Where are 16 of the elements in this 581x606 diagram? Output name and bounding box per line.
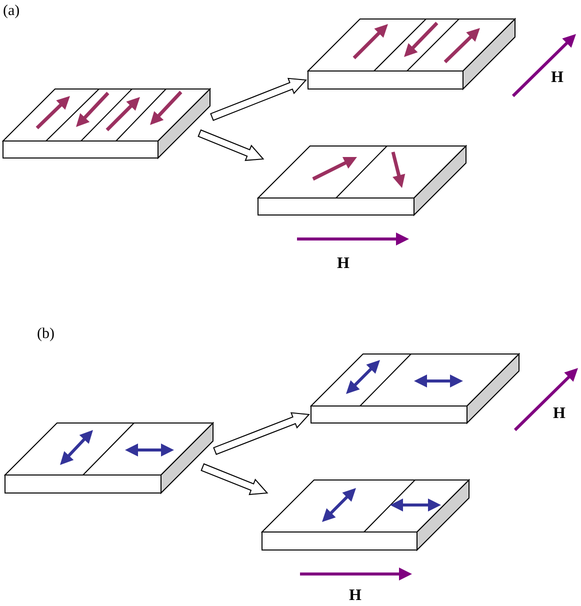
slab-drawing <box>258 146 466 215</box>
hollow-arrow <box>210 78 308 121</box>
panel-label: (b) <box>37 327 54 342</box>
slab-drawing <box>311 354 519 423</box>
slab-drawing <box>3 89 210 158</box>
slab-drawing <box>262 480 469 550</box>
slab-drawing <box>308 19 515 89</box>
hollow-arrow <box>213 412 310 455</box>
slab-drawing <box>5 423 213 493</box>
panel-label: (a) <box>3 4 20 19</box>
hollow-arrow <box>198 129 264 161</box>
field-label: H <box>349 588 362 604</box>
field-label: H <box>551 70 564 86</box>
field-label: H <box>337 256 350 272</box>
field-label: H <box>553 406 566 422</box>
hollow-arrow <box>200 463 268 496</box>
